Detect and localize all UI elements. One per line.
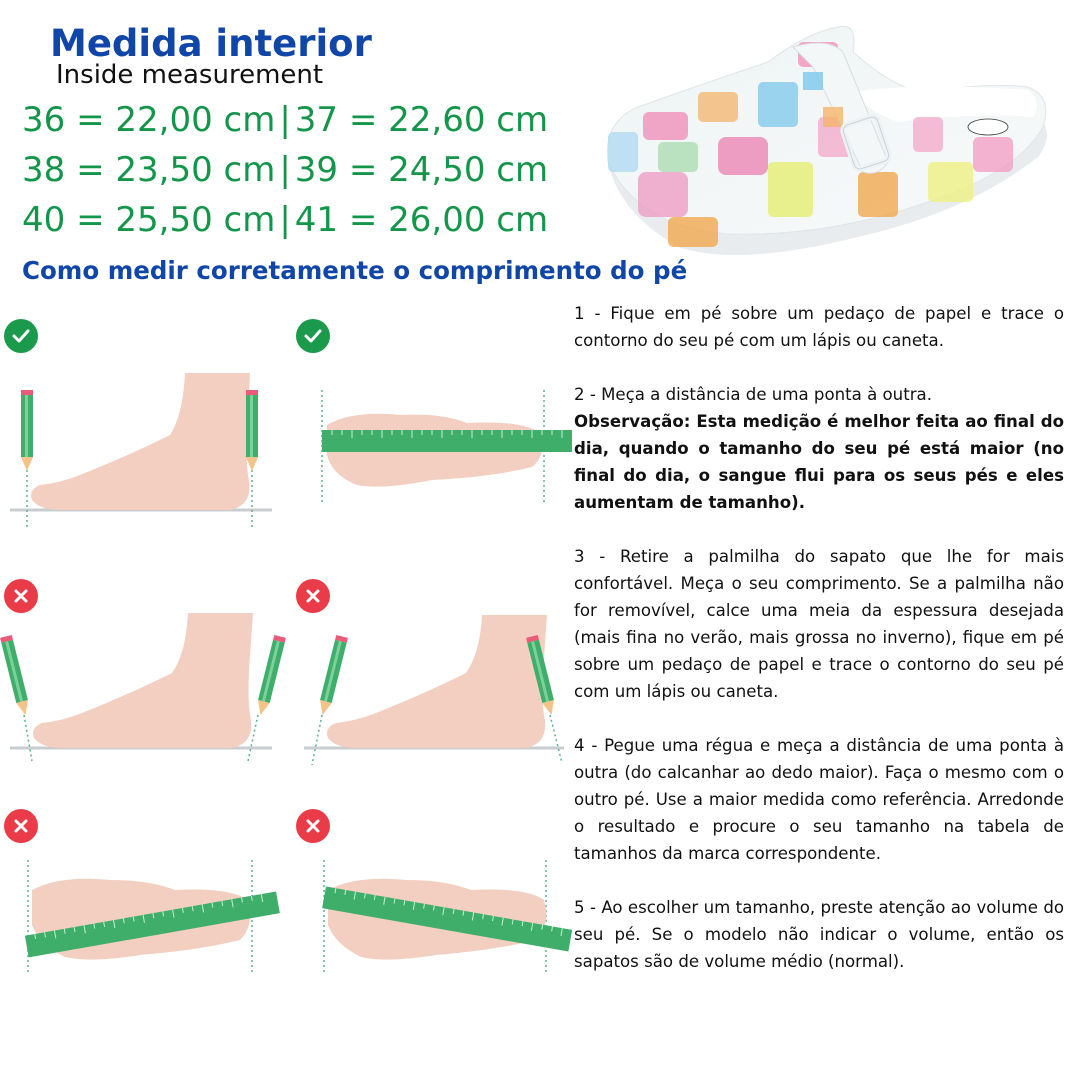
wrong-badge <box>296 579 330 613</box>
cross-icon <box>14 819 28 833</box>
size-entry: 36 = 22,00 cm <box>22 100 276 140</box>
size-separator: | <box>279 100 291 140</box>
illustration-wrong-top-view-tilted-up <box>0 795 280 1025</box>
size-separator: | <box>279 200 291 240</box>
size-entry: 40 = 25,50 cm <box>22 200 276 240</box>
illustration-wrong-side-view-outward <box>292 565 572 795</box>
wrong-badge <box>4 579 38 613</box>
instruction-step-2-text: 2 - Meça a distância de uma ponta à outr… <box>574 385 932 404</box>
foot-side-view-tilted-pencils-illustration <box>0 613 286 762</box>
instruction-step-1: 1 - Fique em pé sobre um pedaço de papel… <box>574 304 1064 350</box>
printed-clog-shoe-icon <box>606 25 1047 255</box>
how-to-measure-title: Como medir corretamente o comprimento do… <box>22 256 688 285</box>
product-image <box>598 12 1058 270</box>
correct-badge <box>296 319 330 353</box>
instruction-step-2-note: Observação: Esta medição é melhor feita … <box>574 412 1064 512</box>
wrong-badge <box>296 809 330 843</box>
size-entry: 37 = 22,60 cm <box>294 100 549 140</box>
cross-icon <box>306 819 320 833</box>
foot-top-view-ruler-illustration <box>321 390 572 505</box>
cross-icon <box>306 589 320 603</box>
cross-icon <box>14 589 28 603</box>
instruction-step-2: 2 - Meça a distância de uma ponta à outr… <box>574 381 1064 516</box>
foot-side-view-illustration <box>10 373 272 527</box>
illustration-correct-top-view <box>292 305 572 535</box>
page-subtitle: Inside measurement <box>56 60 324 90</box>
page-title: Medida interior <box>50 22 372 65</box>
foot-side-view-tilted-pencils-illustration <box>304 615 564 766</box>
illustration-wrong-side-view-inward <box>0 565 286 795</box>
size-row: 40 = 25,50 cm|41 = 26,00 cm <box>22 200 548 240</box>
size-entry: 38 = 23,50 cm <box>22 150 276 190</box>
instruction-step-3: 3 - Retire a palmilha do sapato que lhe … <box>574 547 1064 701</box>
check-icon <box>12 329 30 343</box>
size-separator: | <box>279 150 291 190</box>
foot-top-view-tilted-ruler-illustration <box>322 860 572 975</box>
correct-badge <box>4 319 38 353</box>
instruction-step-4: 4 - Pegue uma régua e meça a distância d… <box>574 736 1064 863</box>
size-entry: 39 = 24,50 cm <box>294 150 549 190</box>
instruction-step-5: 5 - Ao escolher um tamanho, preste atenç… <box>574 898 1064 971</box>
wrong-badge <box>4 809 38 843</box>
instructions-list: 1 - Fique em pé sobre um pedaço de papel… <box>574 300 1064 1002</box>
check-icon <box>304 329 322 343</box>
illustration-correct-side-view <box>0 305 280 535</box>
illustration-wrong-top-view-tilted-down <box>292 795 572 1025</box>
foot-top-view-tilted-ruler-illustration <box>24 860 280 975</box>
size-row: 36 = 22,00 cm|37 = 22,60 cm <box>22 100 548 140</box>
size-row: 38 = 23,50 cm|39 = 24,50 cm <box>22 150 548 190</box>
size-entry: 41 = 26,00 cm <box>294 200 549 240</box>
